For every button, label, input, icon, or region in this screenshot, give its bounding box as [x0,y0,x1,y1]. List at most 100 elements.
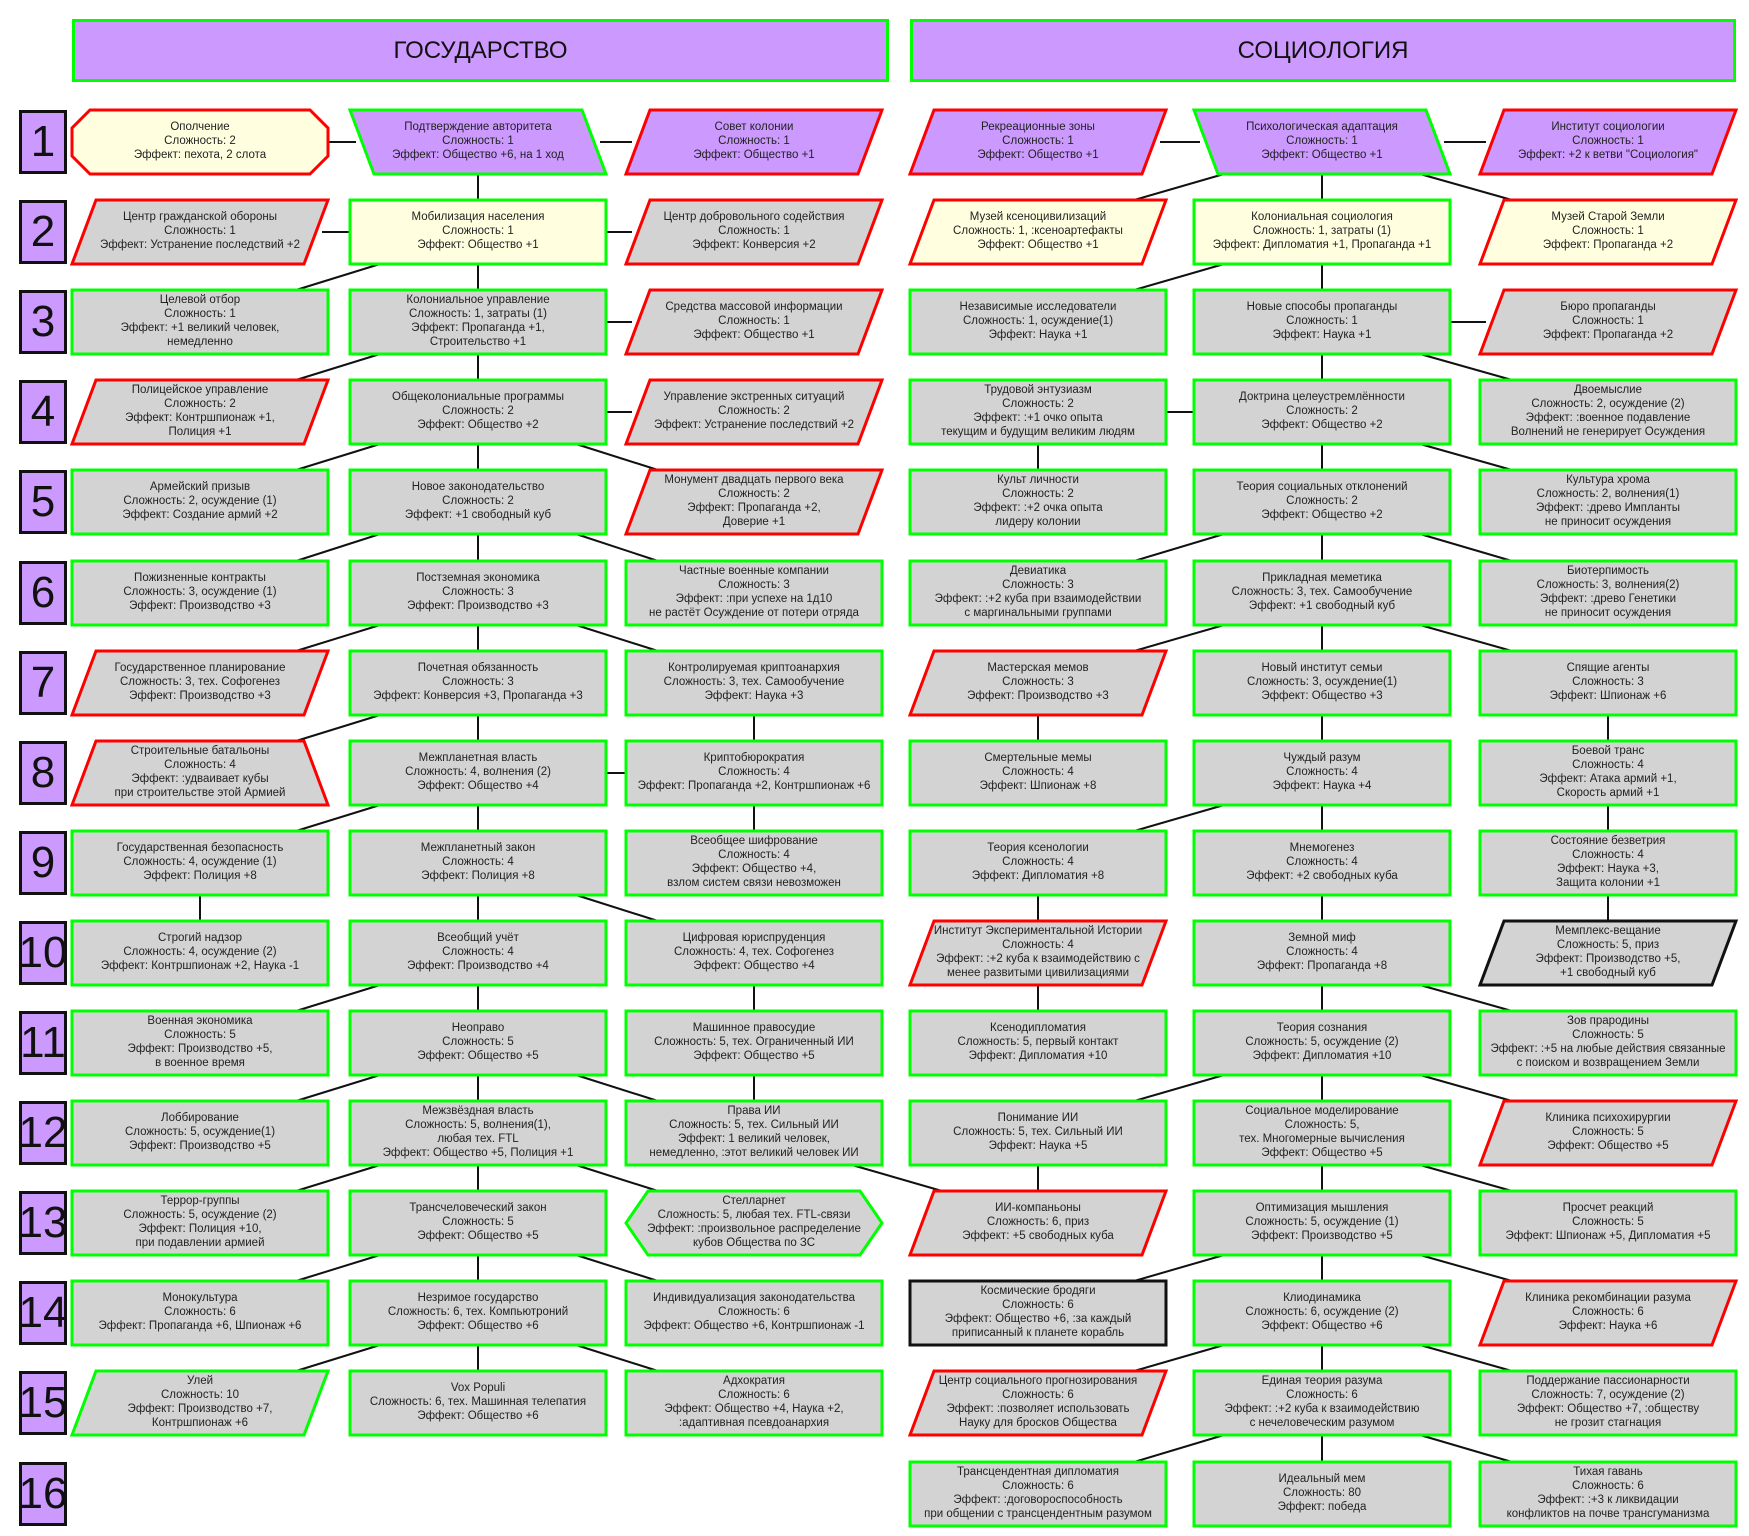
tech-node-shape[interactable] [1192,1009,1452,1077]
tech-node-shape[interactable] [1192,829,1452,897]
tech-node-shape[interactable] [624,739,884,807]
tech-node-shape[interactable] [1192,919,1452,987]
tech-node-shape[interactable] [347,108,609,176]
tech-node-shape[interactable] [70,829,330,897]
tech-node-shape[interactable] [1478,1189,1738,1257]
tech-node-shape[interactable] [623,288,885,356]
tech-node-shape[interactable] [624,919,884,987]
tech-node-shape[interactable] [348,1099,608,1167]
row-number: 10 [19,921,67,985]
tech-node-shape[interactable] [908,468,1168,536]
tech-node-shape[interactable] [908,829,1168,897]
tech-node-shape[interactable] [624,1009,884,1077]
tech-node-shape[interactable] [348,378,608,446]
tech-node-shape[interactable] [1477,1279,1739,1347]
tech-node-shape[interactable] [1478,739,1738,807]
tech-node-shape[interactable] [348,288,608,356]
tech-node-shape[interactable] [907,1189,1169,1257]
tech-node-shape[interactable] [69,649,331,717]
tech-node-shape[interactable] [1478,649,1738,717]
tech-node-shape[interactable] [348,468,608,536]
tech-node-shape[interactable] [348,649,608,717]
tech-node-shape[interactable] [624,829,884,897]
tech-node-shape[interactable] [1192,1189,1452,1257]
tech-node-shape[interactable] [1478,1369,1738,1437]
tech-node-shape[interactable] [907,1369,1169,1437]
connector-lines [199,141,1609,1463]
tech-node-shape[interactable] [348,559,608,627]
tech-node-shape[interactable] [623,468,885,536]
tech-node-shape[interactable] [70,559,330,627]
tech-node-shape[interactable] [348,739,608,807]
tech-node-shape[interactable] [908,739,1168,807]
tech-node-shape[interactable] [348,1369,608,1437]
tech-node-shape[interactable] [1192,559,1452,627]
tech-node-shape[interactable] [69,1369,331,1437]
tech-node-shape[interactable] [1477,1099,1739,1167]
header-gosudarstvo: ГОСУДАРСТВО [72,19,889,82]
tech-node-shape[interactable] [348,1009,608,1077]
tech-node-shape[interactable] [908,1279,1168,1347]
tech-node-shape[interactable] [907,198,1169,266]
tech-node-shape[interactable] [70,1009,330,1077]
tech-node-shape[interactable] [348,829,608,897]
tech-node-shape[interactable] [1192,1460,1452,1528]
tech-node-shape[interactable] [70,288,330,356]
tech-node-shape[interactable] [1477,108,1739,176]
tech-node-shape[interactable] [907,649,1169,717]
tech-node-shape[interactable] [348,1189,608,1257]
tech-node-shape[interactable] [1192,288,1452,356]
tech-node-shape[interactable] [69,739,331,807]
tech-node-shape[interactable] [1192,1279,1452,1347]
tech-node-shape[interactable] [908,559,1168,627]
tech-node-shape[interactable] [908,1460,1168,1528]
tech-node-shape[interactable] [70,919,330,987]
tech-node-shape[interactable] [624,1189,884,1257]
tech-node-shape[interactable] [908,1099,1168,1167]
tech-node-shape[interactable] [69,378,331,446]
tech-node-shape[interactable] [348,198,608,266]
tech-node-shape[interactable] [907,108,1169,176]
tech-node-shape[interactable] [1478,829,1738,897]
tech-node-shape[interactable] [908,288,1168,356]
tech-node-shape[interactable] [1192,198,1452,266]
tech-node-shape[interactable] [70,1099,330,1167]
tech-node-shape[interactable] [70,1189,330,1257]
tech-node-shape[interactable] [1478,1009,1738,1077]
tech-node-shape[interactable] [908,378,1168,446]
tech-node-shape[interactable] [624,1279,884,1347]
tech-node-shape[interactable] [69,198,331,266]
tech-node-shape[interactable] [907,919,1169,987]
tech-node-shape[interactable] [1192,1099,1452,1167]
tech-node-shape[interactable] [1478,378,1738,446]
tech-node-shape[interactable] [1192,649,1452,717]
tech-node-shape[interactable] [623,198,885,266]
connector-line [575,1164,659,1192]
tech-node-shape[interactable] [1192,739,1452,807]
tech-node-shape[interactable] [70,108,330,176]
connector-line [295,804,381,832]
tech-node-shape[interactable] [1192,1369,1452,1437]
tech-node-shape[interactable] [624,1369,884,1437]
tech-node-shape[interactable] [624,559,884,627]
tech-node-shape[interactable] [70,468,330,536]
tech-node-shape[interactable] [624,1099,884,1167]
tech-node-shape[interactable] [623,378,885,446]
tech-node-shape[interactable] [1478,1460,1738,1528]
tech-node-shape[interactable] [1478,468,1738,536]
tech-node-shape[interactable] [1477,198,1739,266]
tech-node-shape[interactable] [1192,468,1452,536]
tech-node-shape[interactable] [70,1279,330,1347]
tech-node-shape[interactable] [1477,919,1739,987]
tech-node-shape[interactable] [1192,378,1452,446]
tech-node-shape[interactable] [1191,108,1453,176]
tech-node-shape[interactable] [1478,559,1738,627]
tech-node-shape[interactable] [624,649,884,717]
tech-node-shape[interactable] [348,1279,608,1347]
tech-node-shape[interactable] [908,1009,1168,1077]
tech-node-shape[interactable] [1477,288,1739,356]
node-shapes [69,108,1739,1528]
tech-node-shape[interactable] [623,108,885,176]
tech-node-shape[interactable] [348,919,608,987]
